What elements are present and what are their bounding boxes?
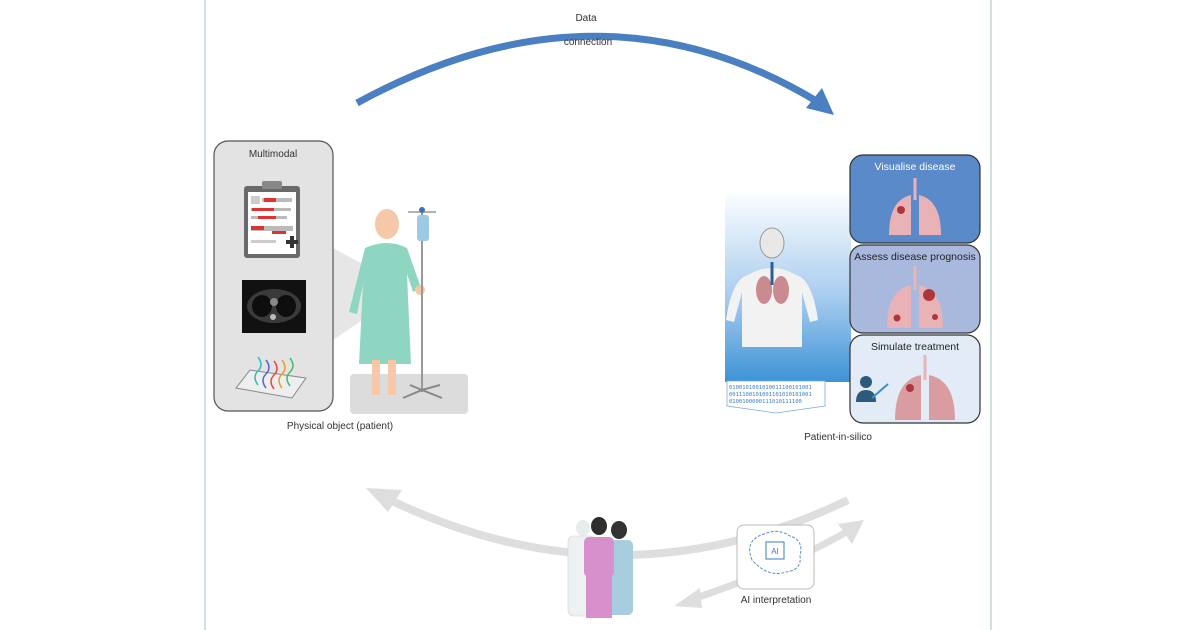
ct-scan-image bbox=[242, 280, 306, 333]
omics-data-icon bbox=[235, 356, 307, 399]
digital-patient-figure bbox=[726, 227, 818, 347]
lungs-icon bbox=[889, 178, 941, 235]
silico-box-simulate: Simulate treatment bbox=[849, 334, 981, 424]
clinician-icon bbox=[856, 376, 889, 402]
ai-chip-label: AI bbox=[771, 547, 779, 556]
ai-interpretation-box: AI bbox=[736, 524, 815, 590]
iv-pole bbox=[402, 207, 443, 399]
clipboard-icon bbox=[244, 181, 300, 258]
multimodal-panel bbox=[213, 140, 334, 412]
silico-box-prognosis: Assess disease prognosis bbox=[849, 244, 981, 334]
lungs-icon bbox=[895, 355, 955, 420]
lungs-icon bbox=[887, 266, 943, 328]
data-connection-arrow bbox=[355, 32, 834, 115]
svg-text:Assess disease prognosis: Assess disease prognosis bbox=[854, 251, 975, 263]
clinicians-group bbox=[567, 517, 633, 618]
svg-text:0011100101001101010101001: 0011100101001101010101001 bbox=[729, 392, 812, 398]
svg-text:0100101001010011100101001: 0100101001010011100101001 bbox=[729, 385, 812, 391]
physical-object-caption: Physical object (patient) bbox=[287, 421, 393, 432]
patient-figure bbox=[349, 209, 425, 395]
svg-text:0100100000111010111100: 0100100000111010111100 bbox=[729, 399, 802, 405]
binary-data-strip: 0100101001010011100101001 00111001010011… bbox=[726, 380, 826, 414]
ai-interpretation-caption: AI interpretation bbox=[741, 595, 812, 606]
floor-shadow bbox=[350, 374, 468, 414]
data-connection-label-2: connection bbox=[564, 37, 612, 48]
multimodal-title: Multimodal bbox=[249, 149, 297, 160]
svg-text:Simulate treatment: Simulate treatment bbox=[871, 341, 959, 353]
silico-box-visualise: Visualise disease bbox=[849, 154, 981, 244]
svg-text:Visualise disease: Visualise disease bbox=[875, 161, 956, 173]
data-connection-label-1: Data bbox=[575, 13, 597, 24]
patient-in-silico-caption: Patient-in-silico bbox=[804, 432, 872, 443]
